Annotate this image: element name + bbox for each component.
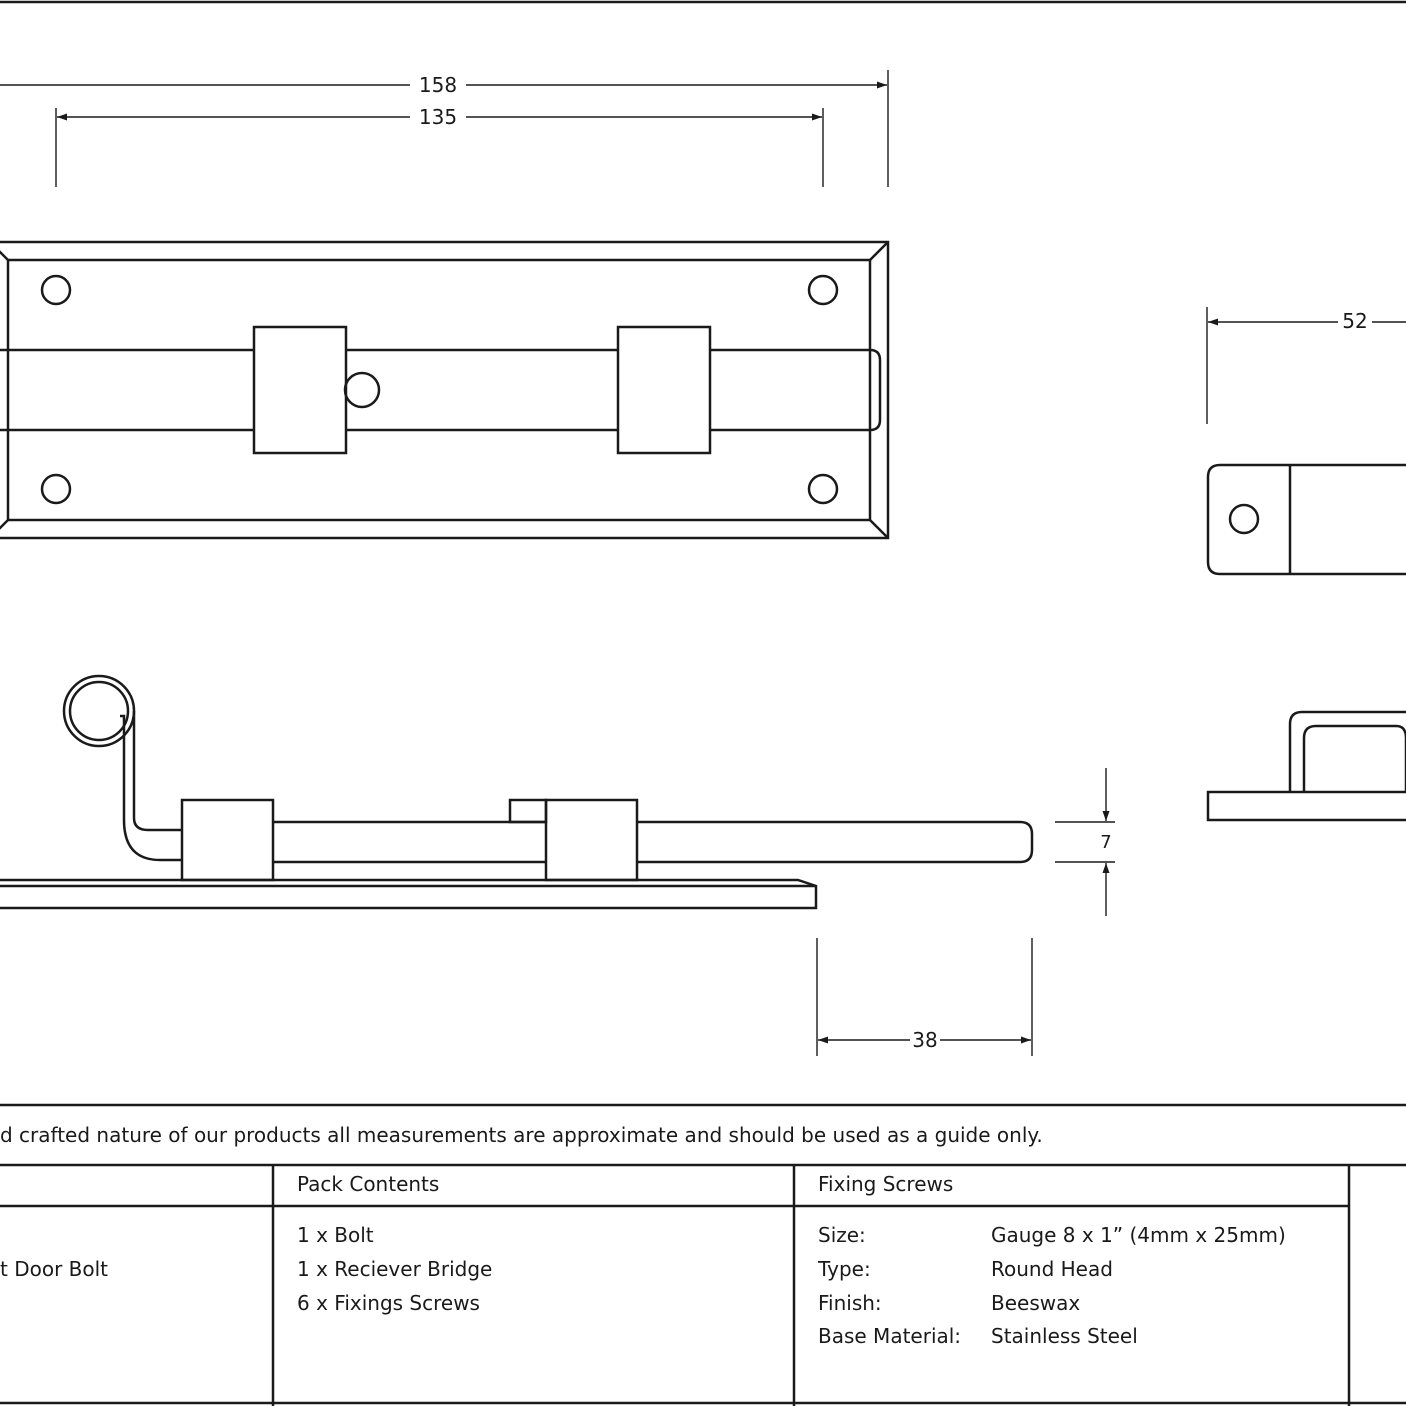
dimension-plate-length: 135 <box>55 105 824 187</box>
screw-hole <box>807 473 839 505</box>
pack-item: 1 x Reciever Bridge <box>297 1257 493 1281</box>
bolt-projection-label: 38 <box>912 1028 937 1052</box>
bolt-side-view <box>0 674 1034 910</box>
receiver-top-view: 52 <box>1206 307 1406 576</box>
screw-spec-value: Stainless Steel <box>991 1324 1138 1348</box>
bolt-front-view <box>0 240 890 540</box>
disclaimer-text: d crafted nature of our products all mea… <box>0 1123 1043 1147</box>
screw-spec-label: Type: <box>818 1257 871 1281</box>
screw-spec-label: Finish: <box>818 1291 882 1315</box>
dimension-bolt-height: 7 <box>1055 768 1115 916</box>
plate-length-label: 135 <box>419 105 457 129</box>
screw-hole <box>40 473 72 505</box>
screw-spec-label: Base Material: <box>818 1324 962 1348</box>
receiver-width-label: 52 <box>1342 309 1367 333</box>
screw-spec-label: Size: <box>818 1223 866 1247</box>
screw-hole <box>807 274 839 306</box>
screw-hole <box>40 274 72 306</box>
pack-item: 6 x Fixings Screws <box>297 1291 480 1315</box>
info-table-grid <box>0 1103 1406 1406</box>
screw-spec-value: Round Head <box>991 1257 1113 1281</box>
pack-contents-header: Pack Contents <box>297 1172 440 1196</box>
screw-spec-value: Gauge 8 x 1” (4mm x 25mm) <box>991 1223 1286 1247</box>
screw-spec-value: Beeswax <box>991 1291 1081 1315</box>
dimension-overall-length: 158 <box>0 70 889 187</box>
receiver-side-view <box>1206 710 1406 822</box>
fixing-screws-header: Fixing Screws <box>818 1172 954 1196</box>
pack-item: 1 x Bolt <box>297 1223 374 1247</box>
overall-length-label: 158 <box>419 73 457 97</box>
bolt-height-label: 7 <box>1100 832 1111 853</box>
product-name: t Door Bolt <box>0 1257 109 1281</box>
dimension-bolt-projection: 38 <box>816 938 1033 1056</box>
